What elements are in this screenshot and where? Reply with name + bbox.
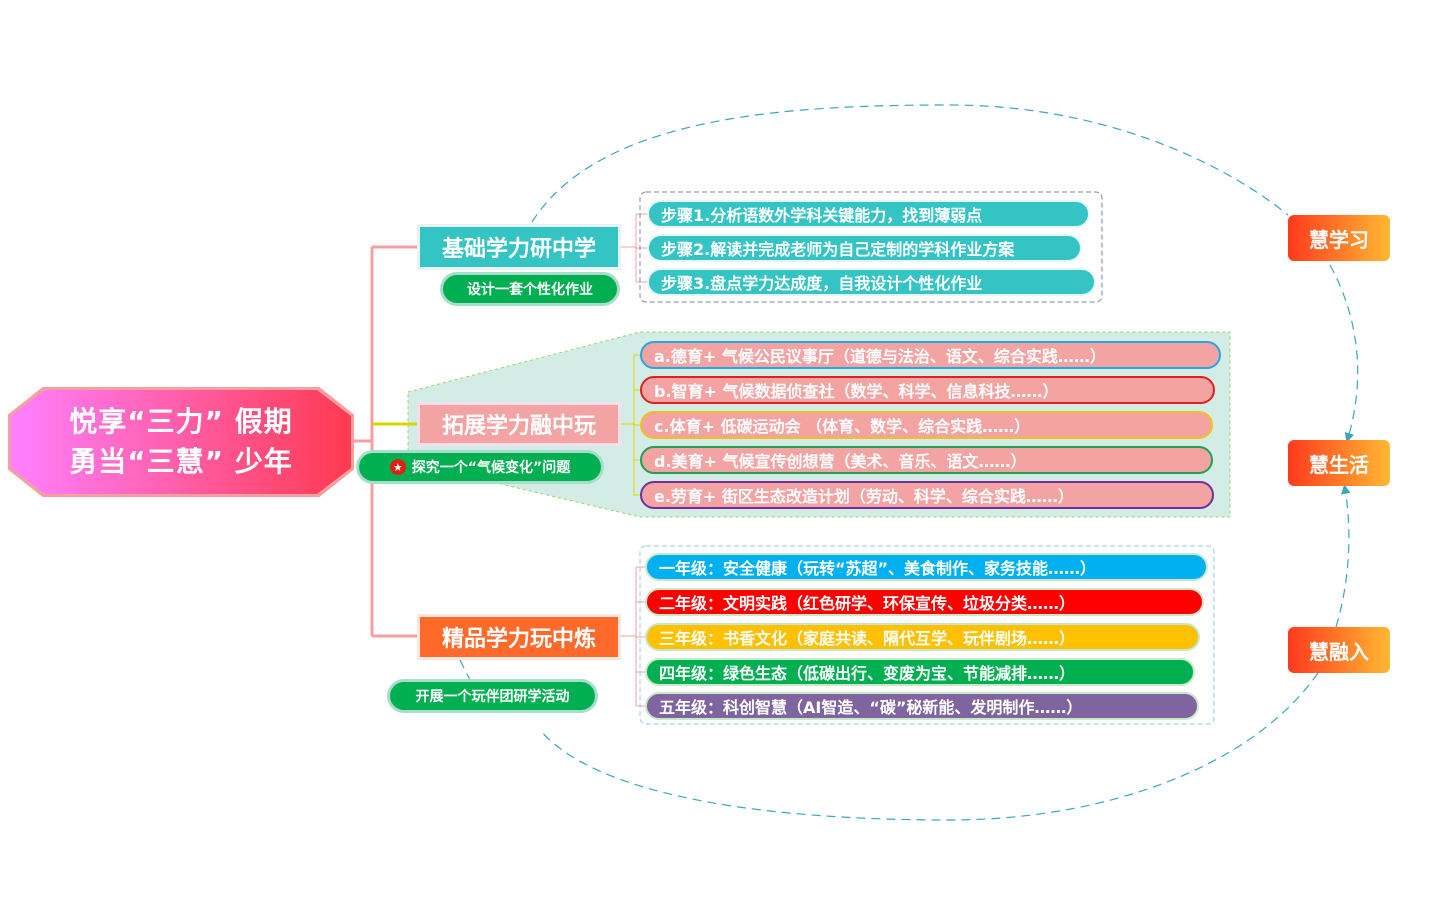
education-item[interactable]: c.体育+ 低碳运动会 （体育、数学、综合实践……） <box>640 411 1213 439</box>
branch-quality-learning[interactable]: 精品学力玩中炼 <box>417 614 621 660</box>
education-item[interactable]: d.美育+ 气候宣传创想营（美术、音乐、语文……） <box>640 446 1213 474</box>
education-item[interactable]: e.劳育+ 街区生态改造计划（劳动、科学、综合实践……） <box>640 481 1214 509</box>
cycle-arc-bottom <box>539 672 1319 821</box>
central-title-line2: 勇当“三慧” 少年 <box>69 445 293 478</box>
step-item[interactable]: 步骤3.盘点学力达成度，自我设计个性化作业 <box>647 268 1096 296</box>
education-item[interactable]: a.德育+ 气候公民议事厅（道德与法治、语文、综合实践……） <box>640 341 1221 369</box>
branch-extended-note[interactable]: ★ 探究一个“气候变化”问题 <box>356 450 604 484</box>
central-topic[interactable]: 悦享“三力” 假期 勇当“三慧” 少年 <box>8 387 354 497</box>
grade-item[interactable]: 一年级：安全健康（玩转“苏超”、美食制作、家务技能……） <box>645 553 1208 581</box>
branch-basic-learning[interactable]: 基础学力研中学 <box>417 224 621 270</box>
cycle-arc-top <box>531 104 1289 223</box>
step-item[interactable]: 步骤1.分析语数外学科关键能力，找到薄弱点 <box>647 200 1090 228</box>
education-item[interactable]: b.智育+ 气候数据侦查社（数学、科学、信息科技……） <box>640 376 1215 404</box>
branch-extended-learning[interactable]: 拓展学力融中玩 <box>417 402 621 446</box>
arrow-integrate-to-life <box>1335 484 1351 628</box>
arrow-study-to-life <box>1329 264 1359 443</box>
outcome-smart-study[interactable]: 慧学习 <box>1288 215 1390 261</box>
steps-group-border <box>639 191 1103 303</box>
outcome-smart-life[interactable]: 慧生活 <box>1288 440 1390 486</box>
grade-item[interactable]: 四年级：绿色生态（低碳出行、变废为宝、节能减排……） <box>645 658 1195 686</box>
grade-item[interactable]: 五年级：科创智慧（AI智造、“碳”秘新能、发明制作……） <box>645 692 1199 720</box>
branch-basic-note[interactable]: 设计一套个性化作业 <box>440 272 620 306</box>
branch-extended-note-text: 探究一个“气候变化”问题 <box>411 460 571 476</box>
grade-item[interactable]: 三年级：书香文化（家庭共读、隔代互学、玩伴剧场……） <box>645 623 1200 651</box>
grade-item[interactable]: 二年级：文明实践（红色研学、环保宣传、垃圾分类……） <box>645 588 1204 616</box>
central-title-line1: 悦享“三力” 假期 <box>69 405 293 438</box>
grades-group-border <box>639 545 1215 725</box>
branch-quality-note[interactable]: 开展一个玩伴团研学活动 <box>387 679 598 713</box>
star-icon: ★ <box>389 459 406 475</box>
step-item[interactable]: 步骤2.解读并完成老师为自己定制的学科作业方案 <box>647 234 1082 262</box>
outcome-smart-integrate[interactable]: 慧融入 <box>1288 627 1390 673</box>
